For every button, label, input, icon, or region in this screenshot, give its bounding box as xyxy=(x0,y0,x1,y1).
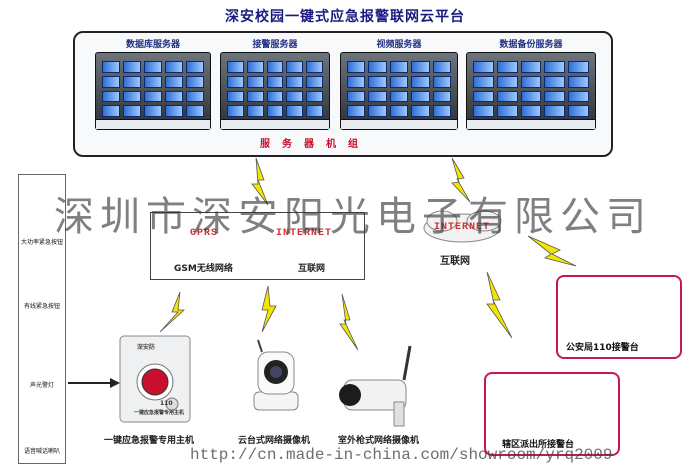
right-internet-cloud xyxy=(423,210,502,243)
device-label: 大功率紧急按钮 xyxy=(20,239,63,246)
district-station-box xyxy=(484,372,620,456)
backup-server: 数据备份服务器 xyxy=(466,40,596,130)
gprs-cloud-label: GPRS xyxy=(190,228,219,239)
lightning-bolt-host xyxy=(159,291,186,333)
source-url-watermark: http://cn.made-in-china.com/showroom/yrq… xyxy=(190,446,613,464)
lightning-bolt-internet-110 xyxy=(527,235,577,267)
company-watermark: 深圳市深安阳光电子有限公司 xyxy=(54,194,652,240)
device-label: 声光警灯 xyxy=(29,382,54,389)
alarm-host-device xyxy=(119,335,191,423)
ptz-camera-device xyxy=(253,339,299,411)
server-group-label: 服务器机组 xyxy=(260,139,370,150)
lightning-bolt-server-gprs xyxy=(251,157,269,206)
lightning-bolt-bullet-camera xyxy=(339,293,359,351)
device-label: 有线紧急按钮 xyxy=(23,303,60,310)
host-panel-number: 110 xyxy=(160,400,173,407)
lightning-bolt-ptz-camera xyxy=(261,285,277,333)
host-panel-caption: 一键应急报警专用主机 xyxy=(134,410,185,416)
right-cloud-label: INTERNET xyxy=(434,222,491,233)
server-label: 接警服务器 xyxy=(252,40,298,50)
video-server: 视频服务器 xyxy=(340,40,458,130)
device-to-host-arrowhead xyxy=(110,378,120,388)
bullet-camera-device xyxy=(339,345,412,427)
gsm-network-label: GSM无线网络 xyxy=(174,264,233,274)
database-server: 数据库服务器 xyxy=(95,40,211,130)
lightning-bolt-server-internet xyxy=(451,157,471,203)
right-internet-label: 互联网 xyxy=(440,256,470,267)
alarm-device-column xyxy=(18,174,66,464)
page-title: 深安校园一键式应急报警联网云平台 xyxy=(225,9,465,25)
bullet-camera-label: 室外枪式网络摄像机 xyxy=(338,436,420,446)
police-110-station-label: 公安局110接警台 xyxy=(566,343,639,353)
network-panel xyxy=(150,212,365,280)
server-label: 视频服务器 xyxy=(376,40,422,50)
internet-label: 互联网 xyxy=(298,264,326,274)
ptz-camera-label: 云台式网络摄像机 xyxy=(238,436,311,446)
lightning-bolt-internet-station xyxy=(486,271,513,339)
device-label: 语音喊话喇叭 xyxy=(23,448,60,455)
internet-cloud-label: INTERNET xyxy=(276,228,333,239)
host-panel-brand: 深安防 xyxy=(137,344,156,351)
server-label: 数据库服务器 xyxy=(125,40,180,50)
alarm-server: 接警服务器 xyxy=(220,40,330,130)
host-label: 一键应急报警专用主机 xyxy=(104,436,195,446)
district-station-label: 辖区派出所接警台 xyxy=(502,440,575,450)
server-label: 数据备份服务器 xyxy=(499,40,563,50)
police-110-station-box xyxy=(556,275,682,359)
